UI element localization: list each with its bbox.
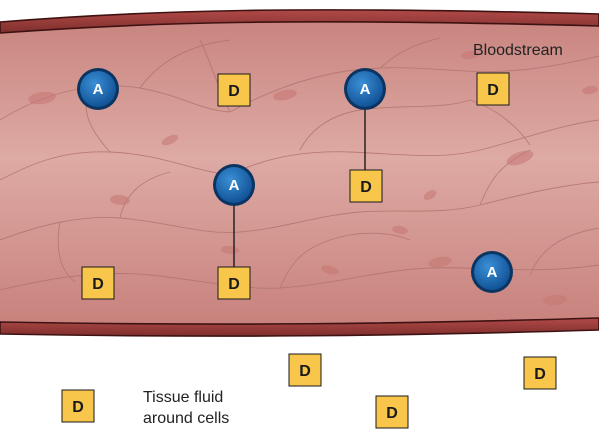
molecule-d: D [350,170,382,202]
bloodstream-label: Bloodstream [473,42,563,59]
yellow-square-d-icon: D [376,396,408,428]
tissue-fluid-label-line2: around cells [143,410,229,427]
molecule-a: A [471,251,513,293]
yellow-square-d-icon: D [477,73,509,105]
molecule-d: D [218,74,250,106]
molecule-d: D [82,267,114,299]
molecule-a-label: A [229,177,240,194]
molecule-d-label: D [299,363,311,380]
yellow-square-d-icon: D [350,170,382,202]
yellow-square-d-icon: D [62,390,94,422]
molecule-d-label: D [92,276,104,293]
molecule-d-label: D [534,366,546,383]
yellow-square-d-icon: D [289,354,321,386]
molecule-a-label: A [487,264,498,281]
molecule-d: D [289,354,321,386]
molecule-d-label: D [228,276,240,293]
molecule-a: A [213,164,255,206]
molecule-d: D [218,267,250,299]
molecule-a-label: A [93,81,104,98]
molecule-a-label: A [360,81,371,98]
yellow-square-d-icon: D [524,357,556,389]
molecule-d-label: D [228,83,240,100]
molecule-d: D [62,390,94,422]
tissue-fluid-label-line1: Tissue fluid [143,389,223,406]
molecule-d: D [524,357,556,389]
blue-circle-a-icon: A [344,68,386,110]
molecule-d-label: D [72,399,84,416]
molecule-d: D [376,396,408,428]
molecule-d: D [477,73,509,105]
yellow-square-d-icon: D [82,267,114,299]
molecule-d-label: D [386,405,398,422]
yellow-square-d-icon: D [218,267,250,299]
molecule-d-label: D [487,82,499,99]
yellow-square-d-icon: D [218,74,250,106]
blue-circle-a-icon: A [213,164,255,206]
blue-circle-a-icon: A [77,68,119,110]
molecule-a: A [77,68,119,110]
molecule-d-label: D [360,179,372,196]
blue-circle-a-icon: A [471,251,513,293]
molecule-a: A [344,68,386,110]
